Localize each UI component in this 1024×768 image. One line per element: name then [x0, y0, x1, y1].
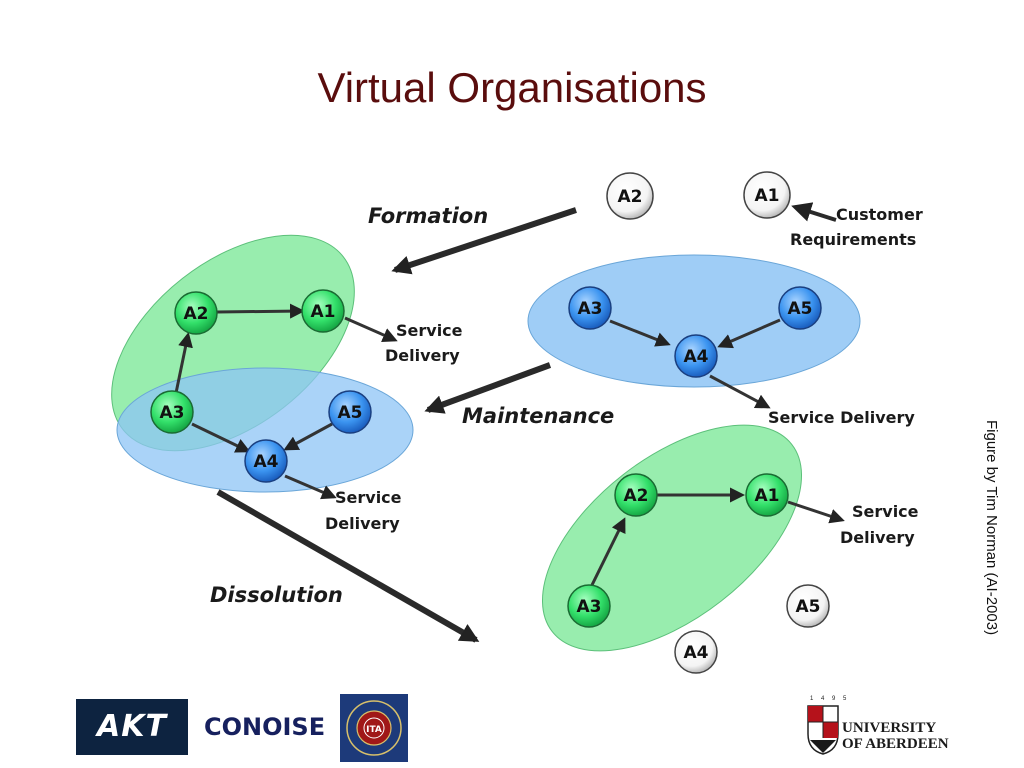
agent-node-a3-maintenance: A3 [568, 286, 612, 330]
agent-node-a4-formation: A4 [244, 439, 288, 483]
agent-node-a3-formation: A3 [150, 390, 194, 434]
svg-text:A1: A1 [755, 486, 780, 506]
stage-label-formation: Formation [368, 204, 488, 228]
agent-node-a4-released: A4 [674, 630, 718, 674]
agent-node-a2-unassigned: A2 [606, 172, 654, 220]
customer-arrow [791, 202, 837, 222]
edge-a3-a4-formation [191, 422, 251, 453]
svg-text:A5: A5 [788, 299, 813, 319]
dissolution-arrow [216, 489, 480, 643]
svg-text:A4: A4 [254, 452, 279, 472]
dissolution-green-region [541, 424, 803, 652]
edge-a3-a2-formation [174, 332, 193, 394]
svg-text:A4: A4 [684, 347, 709, 367]
edge-a2-a1-formation [216, 303, 305, 319]
agent-node-a5-maintenance: A5 [778, 286, 822, 330]
agent-node-a5-released: A5 [786, 584, 830, 628]
edge-a5-a4-maintenance [717, 318, 781, 349]
aberdeen-line2: OF ABERDEEN [842, 736, 949, 752]
stage-label-maintenance: Maintenance [462, 404, 614, 428]
service-delivery-label-maintenance: Service Delivery [768, 408, 915, 427]
svg-text:A5: A5 [338, 403, 363, 423]
svg-text:A5: A5 [796, 597, 821, 617]
customer-label-line1: Customer [836, 205, 923, 224]
aberdeen-crest-icon [807, 705, 839, 755]
ita-logo: ITA [340, 694, 408, 762]
edge-a1-service-dissolution [787, 500, 845, 524]
customer-label-line2: Requirements [790, 230, 916, 249]
svg-text:A2: A2 [618, 187, 643, 207]
conoise-logo: CONOISE [204, 713, 326, 741]
agent-node-a5-formation: A5 [328, 390, 372, 434]
slide-title: Virtual Organisations [317, 64, 707, 111]
aberdeen-name: UNIVERSITY OF ABERDEEN [842, 720, 949, 752]
edge-a3-a4-maintenance [609, 319, 671, 347]
svg-text:A1: A1 [311, 302, 336, 322]
edge-a4-service-formation [284, 474, 337, 500]
agent-node-a2-formation: A2 [174, 291, 218, 335]
maintenance-blue-region [527, 254, 861, 388]
aberdeen-logo: 1 4 9 5 UNIVERSITY OF ABERDEEN [806, 696, 956, 758]
service-label-formation-top: Service [396, 321, 463, 340]
agent-node-a1-unassigned: A1 [743, 171, 791, 219]
aberdeen-years: 1 4 9 5 [810, 696, 850, 702]
delivery-label-formation-bottom: Delivery [325, 514, 400, 533]
service-label-formation-bottom: Service [335, 488, 402, 507]
figure-credit: Figure by Tim Norman (AI-2003) [983, 420, 1000, 636]
edge-a5-a4-formation [283, 422, 333, 451]
edge-a3-a2-dissolution [590, 517, 626, 586]
svg-text:A3: A3 [577, 597, 602, 617]
stage-label-dissolution: Dissolution [210, 583, 343, 607]
delivery-label-dissolution: Delivery [840, 528, 915, 547]
svg-text:A3: A3 [160, 403, 185, 423]
svg-text:A1: A1 [755, 186, 780, 206]
formation-arrow [391, 207, 577, 275]
delivery-label-formation-top: Delivery [385, 346, 460, 365]
svg-text:A2: A2 [624, 486, 649, 506]
agent-node-a1-formation: A1 [301, 289, 345, 333]
edge-a1-service-formation [344, 316, 398, 343]
aberdeen-line1: UNIVERSITY [842, 720, 937, 736]
agent-node-a4-maintenance: A4 [674, 334, 718, 378]
svg-text:A2: A2 [184, 304, 209, 324]
edge-a4-service-maintenance [709, 374, 771, 409]
service-label-dissolution: Service [852, 502, 919, 521]
svg-text:A4: A4 [684, 643, 709, 663]
agent-node-a1-dissolution: A1 [745, 473, 789, 517]
agent-node-a3-dissolution: A3 [567, 584, 611, 628]
svg-text:ITA: ITA [366, 725, 382, 735]
akt-logo: AKT [76, 699, 188, 755]
agent-node-a2-dissolution: A2 [614, 473, 658, 517]
svg-text:A3: A3 [578, 299, 603, 319]
maintenance-arrow [424, 362, 552, 414]
